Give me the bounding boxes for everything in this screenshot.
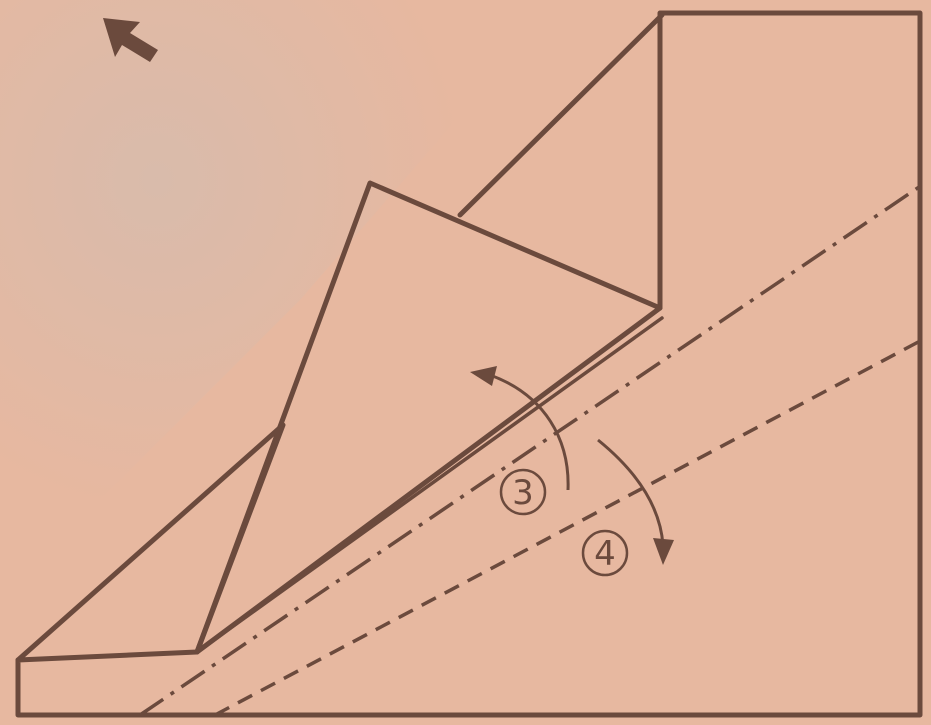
step3-label: 3	[512, 473, 534, 513]
step4-label: 4	[594, 534, 616, 574]
